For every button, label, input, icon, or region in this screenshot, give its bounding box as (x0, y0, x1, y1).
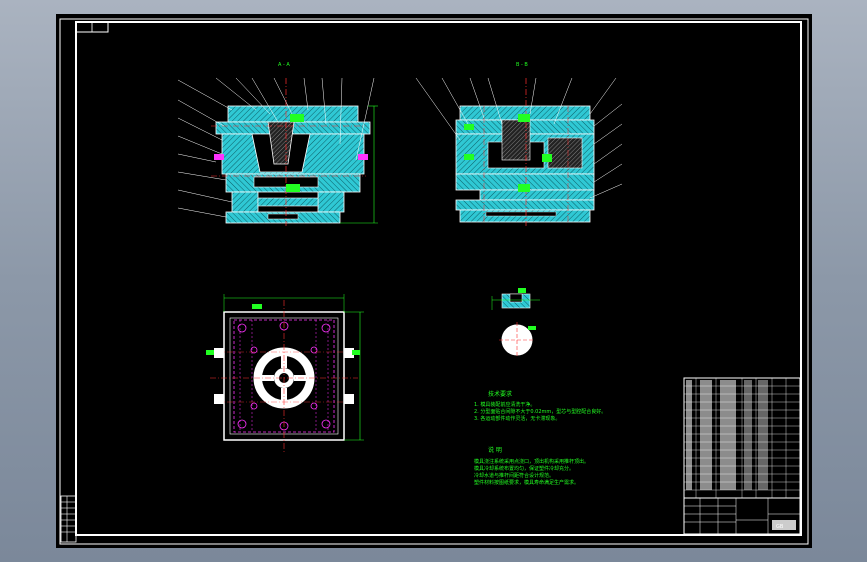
cad-drawing: A - A (59, 18, 809, 545)
plan-view (206, 294, 364, 454)
section-b-label: B - B (516, 62, 528, 68)
outer-frame (59, 18, 809, 545)
notes-title: 说 明 (488, 446, 502, 454)
tech-req-line-2: 2. 分型面贴合间隙不大于0.02mm，型芯与型腔配合良好。 (474, 408, 606, 415)
section-a-a: A - A (177, 62, 378, 226)
binding-table (60, 495, 77, 543)
title-block (683, 377, 801, 535)
inner-frame (75, 21, 802, 536)
notes-line-3: 冷却水道与推杆间距符合设计规范。 (474, 472, 554, 479)
section-b-b: B - B (415, 62, 623, 226)
detail-view (491, 288, 540, 358)
tech-req-line-1: 1. 模具装配前应清洗干净。 (474, 401, 535, 408)
drawing-sheet: A - A (56, 14, 812, 548)
section-a-label: A - A (278, 62, 290, 68)
notes-line-2: 模具冷却系统布置均匀，保证塑件冷却充分。 (474, 465, 574, 472)
notes-line-1: 模具浇注系统采用点浇口，顶出机构采用推杆顶出。 (474, 458, 589, 465)
tech-req-line-3: 3. 各运动部件动作灵活，无卡滞现象。 (474, 415, 560, 422)
tech-requirements: 技术要求 1. 模具装配前应清洗干净。 2. 分型面贴合间隙不大于0.02mm，… (474, 390, 606, 486)
tech-requirements-title: 技术要求 (488, 390, 512, 398)
title-block-mark: GB (776, 524, 784, 530)
notes-line-4: 塑件材料按图纸要求，模具寿命满足生产需求。 (474, 479, 579, 486)
